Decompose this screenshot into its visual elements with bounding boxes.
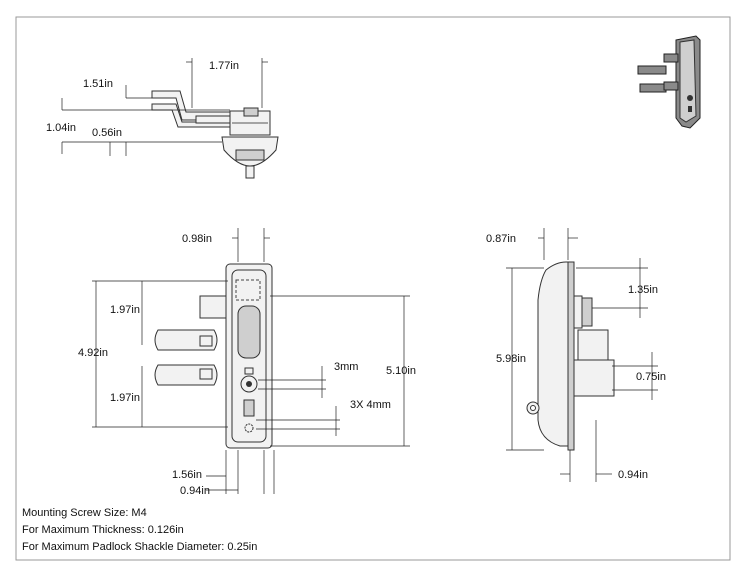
dim-front-bottom-a: 1.56in bbox=[172, 469, 202, 481]
top-view: 1.77in 1.51in 1.04in 0.56in bbox=[46, 58, 279, 179]
dim-front-keyhole: 3mm bbox=[334, 361, 358, 373]
dim-front-holes: 3X 4mm bbox=[350, 399, 391, 411]
front-view: 0.98in 4.92in 1.97in 1.97in 5.10in 3mm 3… bbox=[78, 228, 416, 497]
dim-side-height: 5.98in bbox=[496, 353, 526, 365]
drawing-frame bbox=[15, 16, 731, 561]
dim-front-lower-spacing: 1.97in bbox=[110, 392, 140, 404]
dim-front-height: 5.10in bbox=[386, 365, 416, 377]
dim-side-bottom: 0.94in bbox=[618, 469, 648, 481]
dim-front-top: 0.98in bbox=[182, 233, 212, 245]
dim-side-bar: 0.75in bbox=[636, 371, 666, 383]
dim-top-upper: 1.51in bbox=[83, 78, 113, 90]
note-mounting-screw: Mounting Screw Size: M4 bbox=[22, 507, 147, 519]
dim-side-offset: 1.35in bbox=[628, 284, 658, 296]
dim-front-bottom-b: 0.94in bbox=[180, 485, 210, 497]
dim-front-overall-left: 4.92in bbox=[78, 347, 108, 359]
note-padlock-shackle: For Maximum Padlock Shackle Diameter: 0.… bbox=[22, 541, 258, 553]
iso-thumbnail bbox=[637, 35, 701, 129]
dim-top-left: 1.04in bbox=[46, 122, 76, 134]
note-max-thickness: For Maximum Thickness: 0.126in bbox=[22, 524, 184, 536]
side-view: 0.87in 1.35in 5.98in 0.75in 0.94in bbox=[486, 228, 666, 482]
dim-side-top: 0.87in bbox=[486, 233, 516, 245]
dim-top-width: 1.77in bbox=[209, 60, 239, 72]
dim-top-lower: 0.56in bbox=[92, 127, 122, 139]
dim-front-upper-spacing: 1.97in bbox=[110, 304, 140, 316]
